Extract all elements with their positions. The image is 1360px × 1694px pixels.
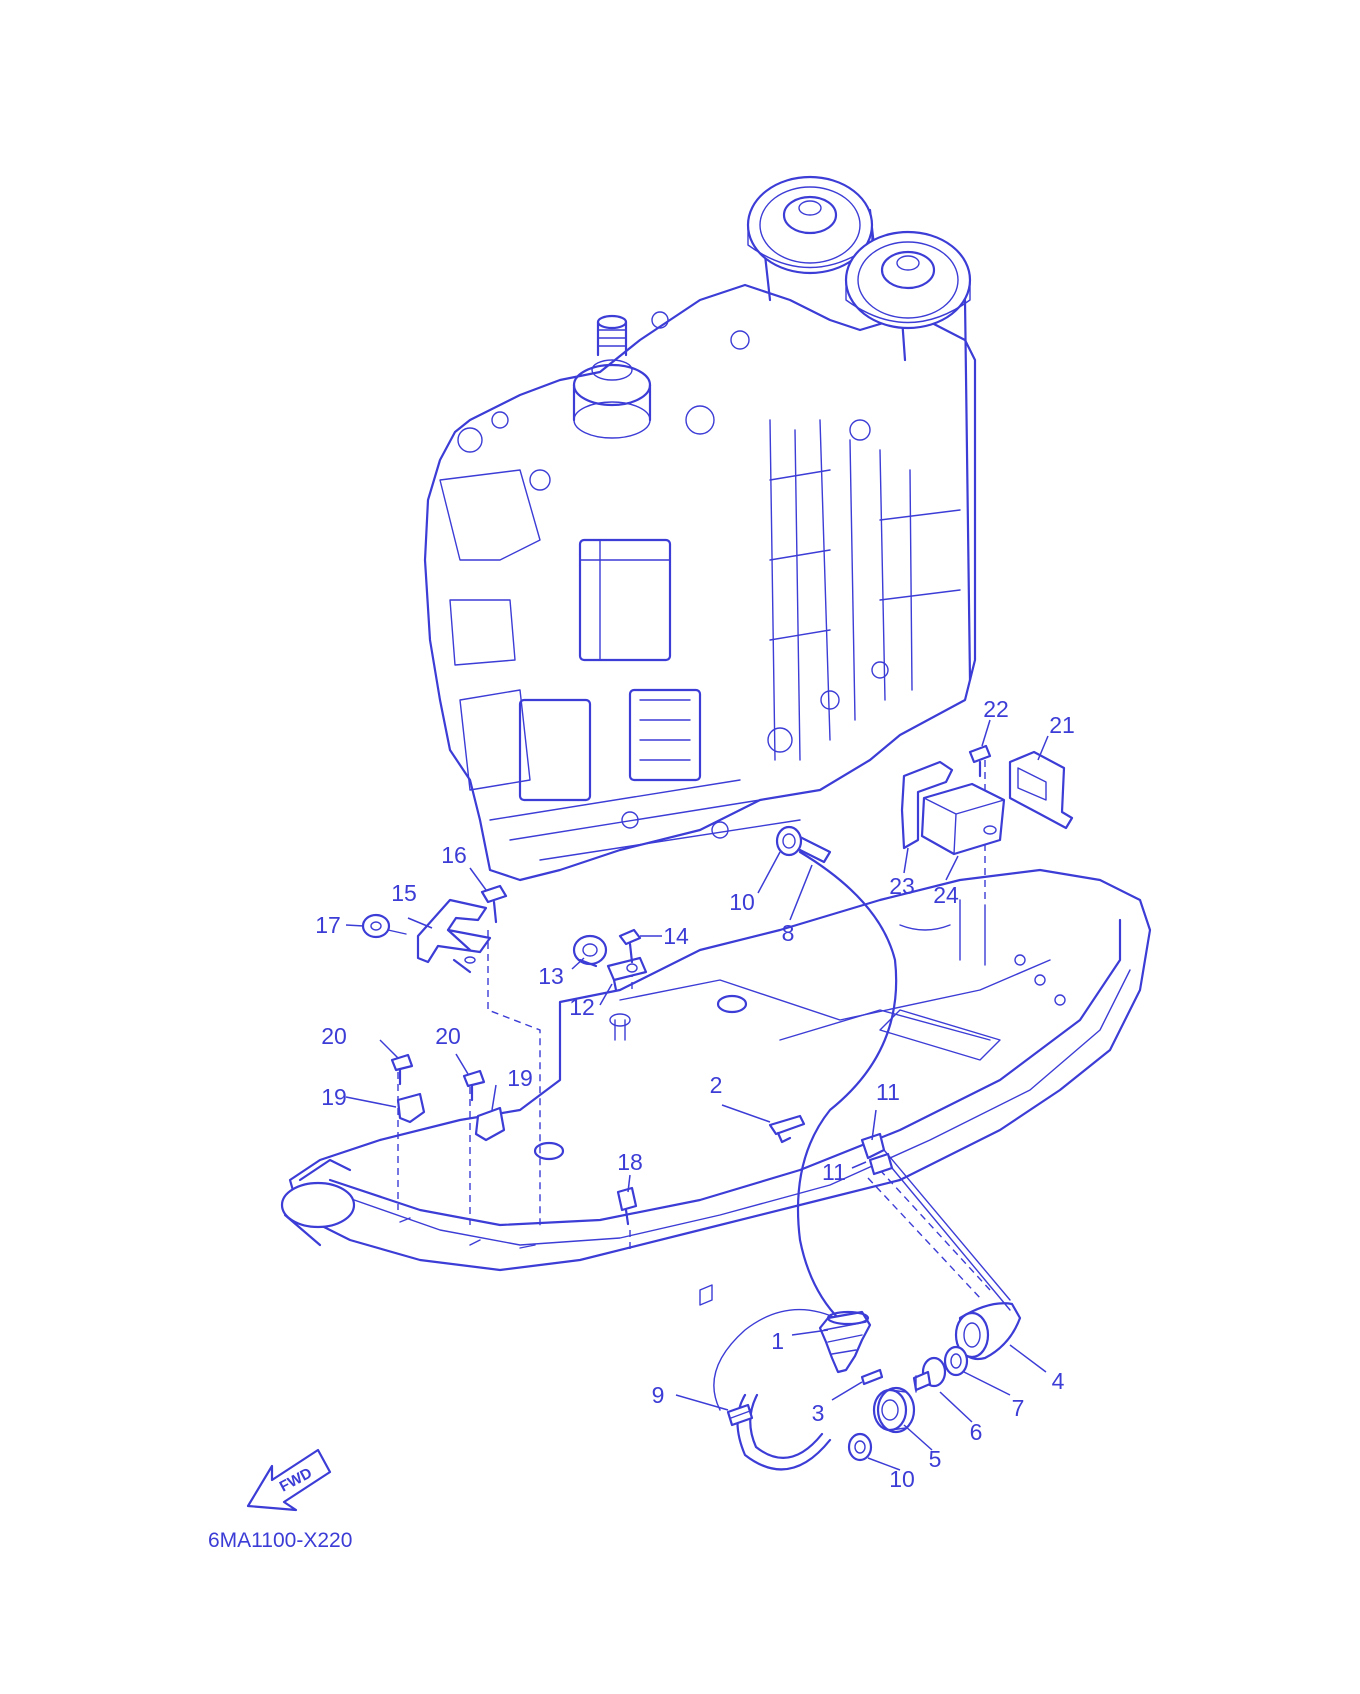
part-3-pin (860, 1368, 884, 1386)
drawing-code: 6MA1100-X220 (208, 1529, 352, 1552)
part-1-grommet (818, 1310, 872, 1374)
callout-16: 16 (441, 842, 467, 868)
part-14-bolt (618, 928, 642, 964)
part-23-cover (900, 760, 954, 850)
fwd-arrow-icon: FWD (246, 1448, 332, 1512)
callout-23: 23 (889, 873, 915, 899)
part-20-bolt-right (462, 1069, 486, 1102)
crankshaft-end (572, 314, 652, 439)
callout-10-bottom: 10 (889, 1466, 915, 1492)
part-20-bolt-left (390, 1053, 414, 1086)
callout-20-right: 20 (435, 1023, 461, 1049)
callout-8: 8 (782, 920, 795, 946)
engine-block (423, 175, 977, 882)
callout-21: 21 (1049, 712, 1075, 738)
part-18-clip (616, 1186, 638, 1226)
part-24-module (920, 782, 1006, 856)
callout-6: 6 (970, 1419, 983, 1445)
callout-24: 24 (933, 882, 959, 908)
callout-5: 5 (929, 1446, 942, 1472)
part-2-clip (768, 1114, 806, 1144)
callout-11-bottom: 11 (822, 1159, 846, 1185)
callout-19-right: 19 (507, 1065, 533, 1091)
part-11-fittings (860, 1132, 1011, 1311)
part-16-bolt (480, 884, 508, 924)
callout-19-left: 19 (321, 1084, 347, 1110)
callout-12: 12 (569, 994, 595, 1020)
part-9-clamp (726, 1403, 754, 1427)
callout-20-left: 20 (321, 1023, 347, 1049)
part-15-bracket (416, 898, 492, 974)
part-5-nut (872, 1386, 916, 1434)
part-13-clip (572, 934, 608, 968)
camshaft-gear-front (844, 230, 972, 330)
callout-11-top: 11 (876, 1079, 900, 1105)
callout-14: 14 (663, 923, 689, 949)
part-19-clip-left (396, 1092, 426, 1124)
callout-18: 18 (617, 1149, 643, 1175)
part-4-outlet (954, 1302, 1022, 1361)
callout-numbers: 1 2 3 4 5 6 7 8 9 10 10 11 11 12 13 14 1… (315, 696, 1075, 1492)
part-19-clip-right (474, 1106, 506, 1142)
callout-9: 9 (652, 1382, 665, 1408)
part-12-bracket (606, 956, 648, 992)
part-10-ring-top (775, 825, 803, 857)
callout-2: 2 (710, 1072, 723, 1098)
callout-13: 13 (538, 963, 564, 989)
callout-4: 4 (1052, 1368, 1065, 1394)
part-6-fitting (912, 1356, 947, 1393)
bottom-cowling (280, 868, 1152, 1306)
camshaft-gear-rear (746, 175, 874, 275)
callout-1: 1 (771, 1328, 784, 1354)
callout-15: 15 (391, 880, 417, 906)
callout-10-top: 10 (729, 889, 755, 915)
part-22-bolt (968, 744, 992, 778)
part-10-ring-bottom (847, 1432, 873, 1462)
part-7-washer (943, 1345, 969, 1377)
part-21-bracket (1008, 750, 1074, 830)
callout-7: 7 (1012, 1395, 1025, 1421)
callout-3: 3 (812, 1400, 825, 1426)
part-17-clip (361, 913, 407, 939)
callout-22: 22 (983, 696, 1009, 722)
assembly-lines (397, 760, 991, 1301)
leader-lines (345, 719, 1049, 1471)
callout-17: 17 (315, 912, 341, 938)
